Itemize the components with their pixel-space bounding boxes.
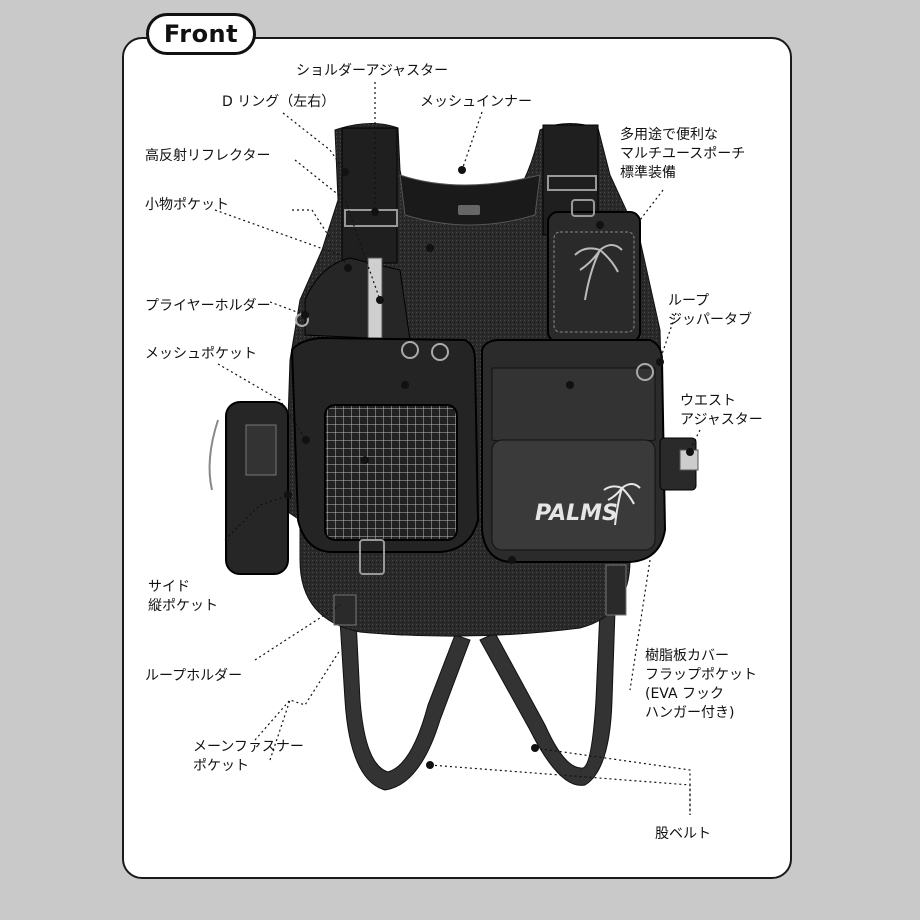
label-mesh-pocket: メッシュポケット [145,346,257,362]
palms-logo: PALMS [535,501,618,526]
label-crotch-belt: 股ベルト [655,826,711,842]
waist-adjuster [659,437,699,491]
view-tab-front: Front [146,13,256,55]
left-chest [295,257,411,341]
label-loop-zipper-tab: ループ ジッパータブ [668,293,752,328]
label-resin-flap-pocket: 樹脂板カバー フラップポケット (EVA フック ハンガー付き) [645,648,757,721]
label-reflector: 高反射リフレクター [145,148,271,164]
label-small-pocket: 小物ポケット [145,197,229,213]
label-shoulder-adjuster: ショルダーアジャスター [296,63,449,79]
label-d-ring: D リング（左右） [222,94,336,110]
leader-lines [214,82,701,815]
label-loop-holder: ループホルダー [145,668,243,684]
multi-use-pouch [547,199,641,343]
label-mesh-inner: メッシュインナー [420,94,532,110]
label-main-fastener-pocket: メーンファスナー ポケット [193,739,304,774]
label-waist-adjuster: ウエスト アジャスター [680,393,763,428]
flap-pocket: PALMS [481,339,667,563]
leader-dots [284,166,694,769]
label-plier-holder: プライヤーホルダー [145,298,271,314]
mesh-pocket [290,336,480,553]
label-side-vertical-pocket: サイド 縦ポケット [148,579,218,614]
label-multi-use-pouch: 多用途で便利な マルチユースポーチ 標準装備 [620,127,746,181]
side-vertical-pocket [208,401,289,575]
crotch-belt [339,609,616,791]
loop-holders [333,539,627,626]
